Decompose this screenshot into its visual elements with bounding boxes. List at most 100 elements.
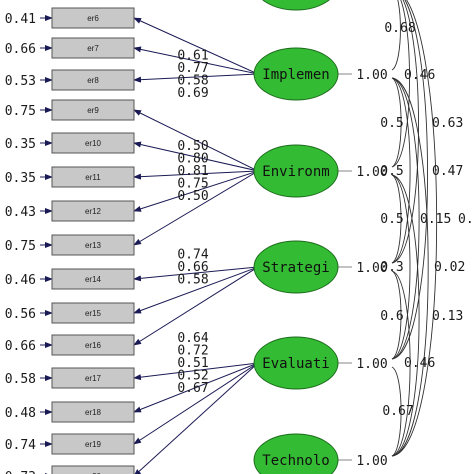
loading-path <box>133 362 259 474</box>
factor-implemen <box>253 47 339 101</box>
loading-path <box>133 266 259 346</box>
error-variance-label: 0.56 <box>5 307 36 322</box>
loading-label: 0.51 <box>177 356 208 371</box>
covariance-curve <box>391 77 411 264</box>
error-box-label: er11 <box>85 173 101 182</box>
covariance-curve <box>391 0 438 457</box>
covariance-curve <box>391 0 410 168</box>
covariance-label: 0.68 <box>384 21 415 36</box>
loading-path <box>133 141 259 172</box>
covariance-curve <box>391 0 428 360</box>
loading-label: 0.50 <box>177 189 208 204</box>
error-box-label: er8 <box>87 76 99 85</box>
factor-label: Evaluati <box>262 356 329 372</box>
loading-path <box>133 170 259 180</box>
error-variance-label: 0.73 <box>5 470 36 474</box>
loading-path <box>133 266 259 314</box>
error-variance-label: 0.48 <box>5 406 36 421</box>
error-box-label: er15 <box>85 309 102 318</box>
covariance-label: 0.02 <box>434 260 465 275</box>
error-box-label: er10 <box>85 139 102 148</box>
covariance-curve <box>391 0 419 264</box>
loading-label: 0.58 <box>177 73 208 88</box>
loading-path <box>133 362 259 413</box>
error-box-label: er19 <box>85 440 102 449</box>
loading-label: 0.50 <box>177 139 208 154</box>
covariance-label: 0.63 <box>432 116 463 131</box>
error-variance-label: 0.35 <box>5 137 36 152</box>
error-variance-label: 0.75 <box>5 104 36 119</box>
loading-path <box>133 170 259 212</box>
error-box-er12 <box>51 200 135 222</box>
loading-path <box>133 266 259 282</box>
loading-label: 0.64 <box>177 331 208 346</box>
covariance-label: 0.5 <box>380 212 403 227</box>
loading-label: 0.72 <box>177 344 208 359</box>
factor-evaluati <box>253 336 339 390</box>
covariance-label: 0.5 <box>380 116 403 131</box>
loading-label: 0.67 <box>177 381 208 396</box>
loading-label: 0.58 <box>177 273 208 288</box>
loading-path <box>133 73 259 83</box>
covariance-curve <box>391 270 402 360</box>
loading-path <box>133 362 259 445</box>
loading-path <box>133 46 259 75</box>
error-variance-label: 0.46 <box>5 273 36 288</box>
covariance-curve <box>391 77 402 168</box>
loading-label: 0.69 <box>177 86 208 101</box>
loading-label: 0.75 <box>177 177 208 192</box>
covariance-label: 0.5 <box>380 164 403 179</box>
factor-technolo <box>253 433 339 474</box>
error-variance-label: 0.53 <box>5 74 36 89</box>
error-box-er15 <box>51 302 135 324</box>
covariance-curve <box>391 77 420 360</box>
loading-label: 0.61 <box>177 48 208 63</box>
covariance-label: 0.25 <box>458 212 474 227</box>
error-box-er13 <box>51 234 135 256</box>
factor-variance-label: 1.00 <box>356 357 387 372</box>
error-box-label: er16 <box>85 341 102 350</box>
covariance-label: 0.47 <box>432 164 463 179</box>
error-box-er6 <box>51 7 135 29</box>
loading-path <box>133 362 259 381</box>
covariance-label: 0.15 <box>420 212 451 227</box>
factor-label: Strategi <box>262 260 329 276</box>
factor-environm <box>253 144 339 198</box>
covariance-label: 0.67 <box>382 404 413 419</box>
factor-strategi <box>253 240 339 294</box>
loading-label: 0.66 <box>177 260 208 275</box>
covariance-label: 0.46 <box>404 68 435 83</box>
error-variance-label: 0.66 <box>5 339 36 354</box>
loading-label: 0.52 <box>177 369 208 384</box>
covariance-label: 0.46 <box>404 356 435 371</box>
loading-label: 0.77 <box>177 61 208 76</box>
error-box-er16 <box>51 334 135 356</box>
factor-label: Technolo <box>262 453 329 469</box>
error-box-label: er18 <box>85 408 102 417</box>
covariance-label: 0.13 <box>432 309 463 324</box>
covariance-curve <box>391 77 429 457</box>
factor-variance-label: 1.00 <box>356 261 387 276</box>
error-box-label: er12 <box>85 207 102 216</box>
error-box-er19 <box>51 433 135 455</box>
error-variance-label: 0.75 <box>5 239 36 254</box>
error-box-label: er9 <box>87 106 99 115</box>
loading-label: 0.74 <box>177 248 208 263</box>
error-variance-label: 0.66 <box>5 42 36 57</box>
error-box-label: er13 <box>85 241 102 250</box>
error-box-er7 <box>51 37 135 59</box>
error-variance-label: 0.35 <box>5 171 36 186</box>
error-box-er14 <box>51 268 135 290</box>
error-box-er18 <box>51 401 135 423</box>
error-box-label: er6 <box>87 14 99 23</box>
error-box-er20 <box>51 465 135 474</box>
covariance-label: 0.3 <box>380 260 403 275</box>
error-box-er11 <box>51 166 135 188</box>
covariance-curve <box>391 0 401 71</box>
factor-partial-top <box>262 0 330 11</box>
error-variance-label: 0.58 <box>5 372 36 387</box>
factor-variance-label: 1.00 <box>356 454 387 469</box>
covariance-curve <box>391 174 411 360</box>
loading-path <box>133 17 259 75</box>
